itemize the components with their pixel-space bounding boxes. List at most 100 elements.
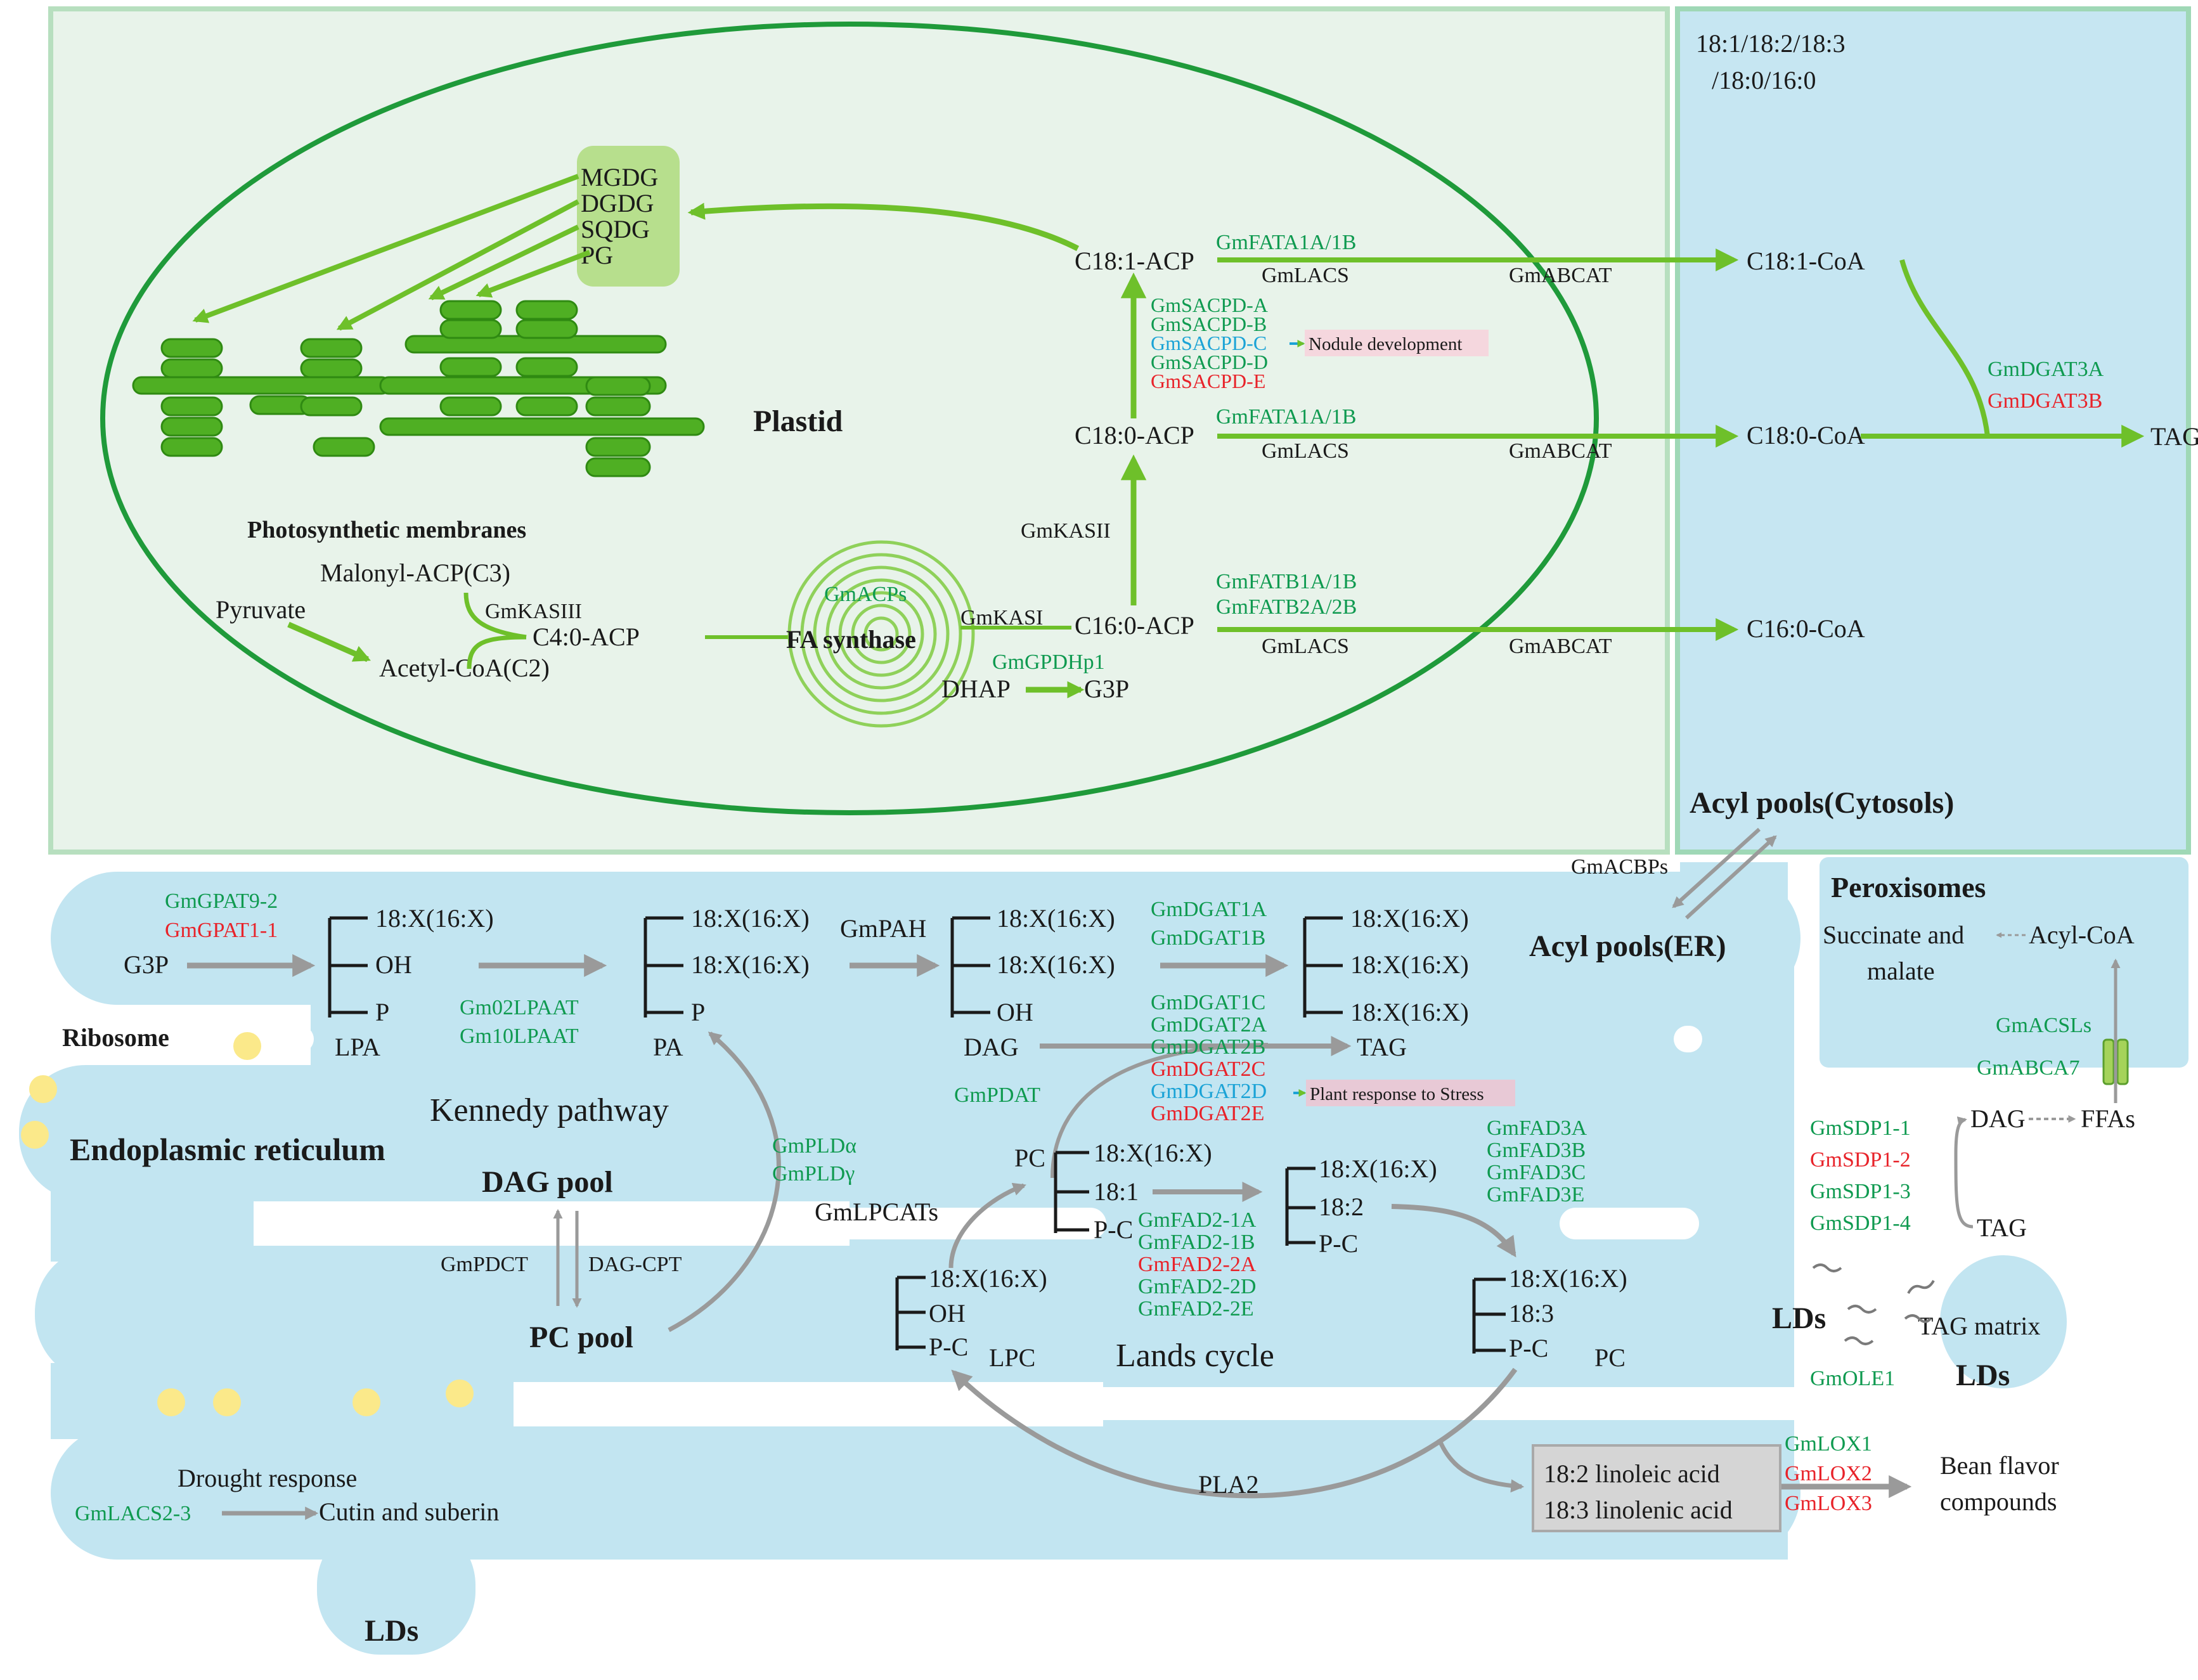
lox3: GmLOX3: [1785, 1492, 1872, 1515]
stress-note-bg: [1306, 1080, 1515, 1106]
ffas: FFAs: [2081, 1104, 2135, 1133]
dgat3b: GmDGAT3B: [1988, 389, 2102, 413]
acetyl-coa: Acetyl-CoA(C2): [379, 654, 550, 682]
pc-label: PC: [1014, 1144, 1045, 1172]
pc183-chain: 18:X(16:X): [1509, 1264, 1627, 1293]
peroxisome-acyl-coa: Acyl-CoA: [2029, 921, 2135, 949]
pa-p: P: [691, 998, 705, 1026]
pc-pool-to-pa-arc: [668, 1031, 781, 1333]
gmacsls: GmACSLs: [1996, 1014, 2091, 1037]
fad3c: GmFAD3C: [1487, 1161, 1586, 1184]
lpc-backbone: [895, 1276, 926, 1350]
sacpd-d: GmSACPD-D: [1151, 351, 1268, 373]
er-gaps: [250, 1026, 1851, 1420]
lpc-chain: 18:X(16:X): [929, 1264, 1047, 1293]
gmkasii: GmKASII: [1021, 519, 1111, 543]
acbp-arrow-down: [1672, 827, 1761, 908]
lox1: GmLOX1: [1785, 1432, 1872, 1456]
dag-cpt: DAG-CPT: [588, 1253, 682, 1276]
fad3-arrow: [1391, 1204, 1516, 1258]
gpat1-1: GmGPAT1-1: [165, 919, 278, 942]
lpaat-10: Gm10LPAAT: [460, 1024, 579, 1048]
lacs2-3: GmLACS2-3: [75, 1502, 191, 1525]
abca7-transporter-right: [2116, 1038, 2129, 1085]
fa-synthase-label: FA synthase: [786, 625, 916, 654]
cytosol-panel: [1675, 6, 2191, 855]
acyl-pools-er: Acyl pools(ER): [1529, 929, 1726, 963]
fad2-2d: GmFAD2-2D: [1138, 1275, 1256, 1298]
ribosome-dots: [21, 1032, 474, 1416]
acyl-pools-cytosol: Acyl pools(Cytosols): [1690, 786, 1954, 820]
kennedy-pathway: Kennedy pathway: [430, 1092, 669, 1128]
gpat9-2: GmGPAT9-2: [165, 889, 278, 913]
linoleic-box: [1532, 1444, 1781, 1532]
bean-flavor-2: compounds: [1940, 1487, 2057, 1516]
pyruvate-to-acetyl-arrow: [287, 621, 371, 662]
dgat2b: GmDGAT2B: [1151, 1035, 1265, 1059]
dgat2c: GmDGAT2C: [1151, 1057, 1265, 1081]
pa-backbone: [643, 916, 683, 1018]
sacpd-a: GmSACPD-A: [1151, 294, 1268, 316]
galactolipid-box: [577, 146, 680, 287]
pc181-backbone: [1054, 1151, 1089, 1233]
c16-acp: C16:0-ACP: [1075, 611, 1194, 640]
lpa-backbone: [328, 916, 368, 1018]
lds-side: LDs: [1772, 1302, 1826, 1335]
dag-chain-2: 18:X(16:X): [997, 950, 1115, 979]
er-g3p: G3P: [124, 950, 169, 979]
pc182-chain: 18:X(16:X): [1319, 1154, 1437, 1183]
peroxisomes-title: Peroxisomes: [1831, 871, 1986, 903]
dgat1a: GmDGAT1A: [1151, 898, 1267, 921]
pc183-183: 18:3: [1509, 1299, 1554, 1328]
plastid-g3p: G3P: [1084, 675, 1129, 703]
fad2-2e: GmFAD2-2E: [1138, 1297, 1254, 1321]
gmacps: GmACPs: [824, 583, 907, 606]
acbp-arrow-up: [1684, 835, 1777, 920]
dag-label: DAG: [964, 1033, 1019, 1061]
gmlpcats: GmLPCATs: [815, 1198, 938, 1226]
bean-flavor-1: Bean flavor: [1940, 1451, 2059, 1480]
lpc-label: LPC: [989, 1343, 1035, 1372]
fad2-1a: GmFAD2-1A: [1138, 1208, 1257, 1232]
fad3e: GmFAD3E: [1487, 1183, 1584, 1206]
plastid-panel: [48, 6, 1670, 855]
tag-backbone: [1303, 916, 1343, 1018]
galactolipid-sqdg: SQDG: [581, 215, 650, 243]
pc-to-linoleic-arrow: [1437, 1438, 1525, 1493]
pc181-pc: P-C: [1094, 1215, 1133, 1244]
malonyl-acp: Malonyl-ACP(C3): [320, 559, 510, 587]
nodule-note: Nodule development: [1309, 334, 1462, 354]
dgat2d: GmDGAT2D: [1151, 1080, 1267, 1103]
c18-1-to-galactolipid-arrow: [687, 202, 1080, 252]
pld-alpha: GmPLDα: [772, 1134, 857, 1158]
peroxisome-panel: [1820, 857, 2188, 1068]
fatb-1: GmFATB1A/1B: [1216, 570, 1357, 593]
lds-bottom: LDs: [365, 1614, 418, 1648]
fata-middle: GmFATA1A/1B: [1216, 405, 1356, 429]
pld-gamma: GmPLDγ: [772, 1162, 855, 1186]
sdp1-2: GmSDP1-2: [1810, 1148, 1911, 1172]
lox2: GmLOX2: [1785, 1462, 1872, 1485]
pc182-pc: P-C: [1319, 1229, 1358, 1258]
pa-label: PA: [653, 1033, 683, 1061]
dgat1c: GmDGAT1C: [1151, 991, 1265, 1014]
lpc-pc: P-C: [929, 1333, 968, 1361]
sdp1-1: GmSDP1-1: [1810, 1116, 1911, 1140]
linoleic-acid: 18:2 linoleic acid: [1544, 1459, 1720, 1488]
c16-coa: C16:0-CoA: [1747, 614, 1865, 643]
tag-matrix: TAG matrix: [1918, 1312, 2040, 1340]
gmabca7: GmABCA7: [1977, 1056, 2079, 1080]
er-lumen: [19, 862, 2067, 1655]
tag-chain-2: 18:X(16:X): [1350, 950, 1469, 979]
tags: TAGs: [2150, 422, 2198, 451]
linolenic-acid: 18:3 linolenic acid: [1544, 1496, 1733, 1524]
tag-label: TAG: [1357, 1033, 1407, 1061]
gmole1: GmOLE1: [1810, 1367, 1895, 1390]
peroxisome-right-strip: [1794, 1078, 1813, 1471]
fad2-2a: GmFAD2-2A: [1138, 1253, 1257, 1276]
pc183-backbone: [1472, 1277, 1506, 1354]
lpa-oh: OH: [375, 950, 412, 979]
c18-0-acp: C18:0-ACP: [1075, 421, 1194, 449]
dgat2e: GmDGAT2E: [1151, 1102, 1264, 1125]
sdp-tag: TAG: [1977, 1213, 2027, 1242]
